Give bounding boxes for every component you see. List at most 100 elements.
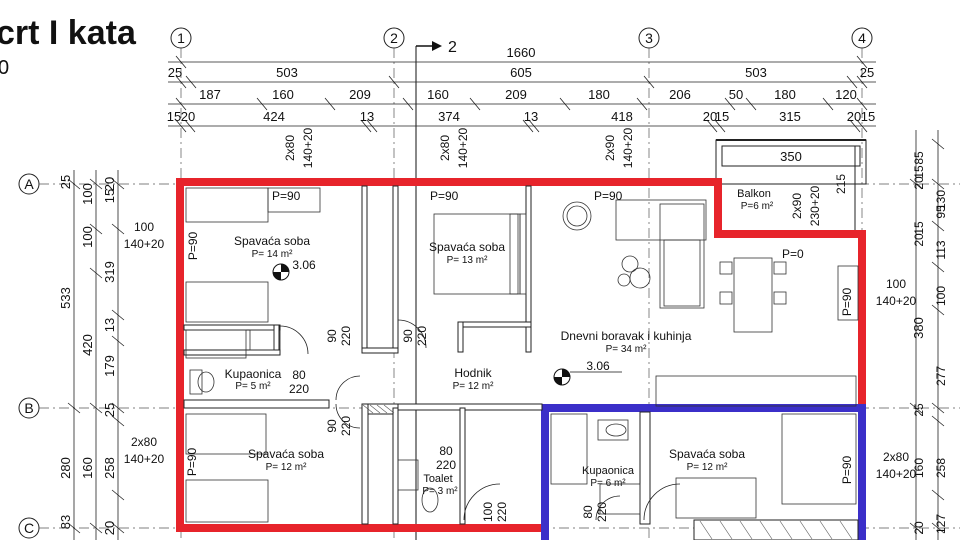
dim-r3-4: 374 [438,109,460,124]
dim-right-15b: 15 [912,221,926,235]
dim-r2-5: 180 [588,87,610,102]
dim-right-20c: 20 [912,521,926,535]
win-top1-b: 140+20 [301,127,315,168]
axis-label-2: 2 [390,30,398,46]
doors [279,319,681,521]
win-left2-a: 2x80 [131,435,157,449]
dim-r3-2: 424 [263,109,285,124]
dim-right-100: 100 [934,286,948,306]
wall-hatching [362,404,853,540]
dim-r1-4: 25 [860,65,874,80]
room-toilet-area: P= 3 m² [422,486,458,497]
win-top3-b: 140+20 [621,127,635,168]
axis-label-B: B [24,400,33,416]
win-top1-a: 2x80 [283,135,297,161]
room-balcony-name: Balkon [737,188,771,200]
parapet-balcony-door: P=0 [782,247,804,261]
room-hall-name: Hodnik [454,366,492,380]
room-bed4-area: P= 12 m² [687,462,729,473]
dim-right-113: 113 [934,240,948,259]
dim-r3-5: 13 [524,109,538,124]
section-marker [415,41,442,540]
dim-left-160: 160 [80,457,95,479]
dim-r3-3: 13 [360,109,374,124]
furniture [185,187,859,523]
section-marker-label: 2 [448,39,457,56]
dim-right-95: 95 [934,205,948,219]
win-left1-b: 140+20 [124,237,165,251]
dim-r3-10: 20 [847,109,861,124]
door-bed3-h: 220 [339,416,353,436]
room-toilet-name: Toalet [423,473,452,485]
dim-r2-3: 160 [427,87,449,102]
dim-r1-3: 503 [745,65,767,80]
dim-right-258: 258 [934,458,948,478]
dim-r2-2: 209 [349,87,371,102]
drawing-scale: 0 [0,57,9,79]
dim-right-130: 130 [934,190,948,210]
room-bed1-name: Spavaća soba [234,234,310,248]
dim-r2-4: 209 [505,87,527,102]
dim-right-25: 25 [912,403,926,417]
door-toilet-h: 220 [436,458,456,472]
parapet-bed4-right: P=90 [840,455,854,484]
door-entry-w: 100 [481,502,495,522]
axis-label-4: 4 [858,30,866,46]
door-toilet-w: 80 [439,444,453,458]
room-bath2-name: Kupaonica [582,465,635,477]
dim-r1-0: 25 [168,65,182,80]
room-bed1-area: P= 14 m² [252,249,294,260]
win-balcony-b: 230+20 [808,185,822,226]
dim-left-100a: 100 [80,183,95,205]
win-left2-b: 140+20 [124,452,165,466]
dim-left-420: 420 [80,334,95,356]
dim-r3-9: 315 [779,109,801,124]
dim-right-20a: 20 [912,176,926,190]
room-labels: Spavaća soba P= 14 m² Spavaća soba P= 13… [225,188,774,497]
left-dimension-texts: 25 533 280 83 100 100 420 160 20 15 319 … [58,175,117,535]
right-dimension-lines [909,130,945,540]
dim-right-160: 160 [912,458,926,478]
door-bed2-w: 90 [401,329,415,343]
door-labels: 80 220 90 220 90 220 90 220 80 220 100 2… [289,326,609,522]
dim-r2-7: 50 [729,87,743,102]
dim-r1-2: 605 [510,65,532,80]
room-bath1-area: P= 5 m² [235,381,271,392]
dim-right-20b: 20 [912,233,926,247]
dim-r3-0: 15 [167,109,181,124]
door-bath2-h: 220 [595,502,609,522]
dim-r3-11: 15 [861,109,875,124]
level-markers [272,263,622,386]
axis-label-1: 1 [177,30,185,46]
room-bed3-name: Spavaća soba [248,447,324,461]
room-bed4-name: Spavaća soba [669,447,745,461]
dim-left-20a: 20 [102,177,117,191]
door-bed2-h: 220 [415,326,429,346]
win-top2-b: 140+20 [456,127,470,168]
room-balcony-area: P=6 m² [741,201,774,212]
dim-left-13: 13 [102,318,117,332]
dim-r3-7: 20 [703,109,717,124]
dim-r2-6: 206 [669,87,691,102]
door-bath2-w: 80 [581,505,595,519]
dim-left-533: 533 [58,287,73,309]
win-top2-a: 2x80 [438,135,452,161]
win-balcony-a: 2x90 [790,193,804,219]
room-bed2-area: P= 13 m² [447,255,489,266]
balcony-depth: 215 [834,174,848,194]
win-right2-a: 2x80 [883,450,909,464]
dim-left-258: 258 [102,457,117,479]
balcony [715,139,867,230]
dim-left-25: 25 [58,175,73,189]
top-dimension-lines [168,55,876,133]
win-top3-a: 2x90 [603,135,617,161]
dim-r2-0: 187 [199,87,221,102]
row-axes [18,173,960,539]
dim-r1-1: 503 [276,65,298,80]
parapet-bed1-left: P=90 [186,231,200,260]
axis-label-3: 3 [645,30,653,46]
dim-r3-6: 418 [611,109,633,124]
balcony-width: 350 [780,149,802,164]
dim-right-380: 380 [911,317,926,339]
